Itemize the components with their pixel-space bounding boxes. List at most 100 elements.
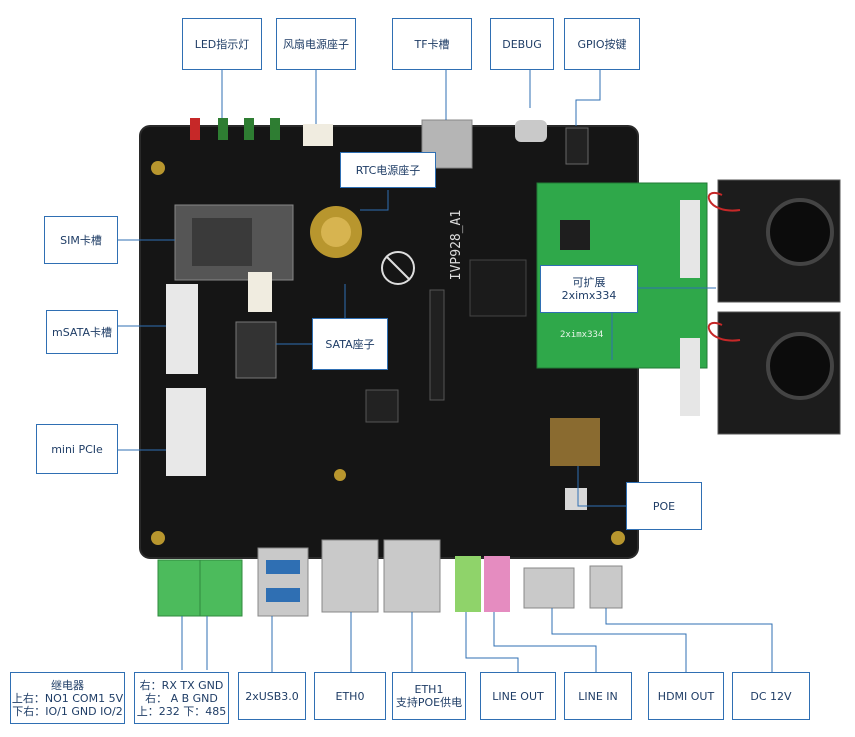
label-sim: SIM卡槽: [44, 216, 118, 264]
line-out-jack: [455, 556, 481, 612]
camera-lens-2: [766, 332, 834, 400]
leader-rtc: [360, 190, 389, 211]
label-poe-text: POE: [652, 499, 676, 513]
label-mini-pcie-text: mini PCIe: [51, 442, 103, 456]
mini-pcie-slot: [166, 388, 206, 476]
label-expand-line1: 可扩展: [572, 276, 606, 289]
label-line-out: LINE OUT: [480, 672, 556, 720]
mount-hole: [151, 161, 165, 175]
camera-connector: [680, 200, 700, 278]
label-hdmi: HDMI OUT: [648, 672, 724, 720]
mount-hole: [334, 469, 346, 481]
label-fan-text: 风扇电源座子: [283, 37, 349, 51]
leader-dc: [605, 608, 773, 672]
expansion-silk: 2ximx334: [560, 330, 604, 340]
label-dc: DC 12V: [732, 672, 810, 720]
rtc-battery-inner: [321, 217, 351, 247]
label-debug-text: DEBUG: [502, 37, 542, 51]
poe-transformer: [565, 488, 587, 510]
sata-power: [248, 272, 272, 312]
board-model-silk: IVP928_A1: [449, 210, 464, 280]
hdmi-connector: [523, 567, 575, 609]
fan-connector: [303, 124, 333, 146]
led-green-2: [244, 118, 254, 140]
label-relay-line1: 继电器: [51, 678, 84, 692]
eth0-connector: [321, 539, 379, 613]
label-led: LED指示灯: [182, 18, 262, 70]
label-dc-text: DC 12V: [750, 689, 792, 703]
label-tf: TF卡槽: [392, 18, 472, 70]
camera-lens-1: [766, 198, 834, 266]
led-green-3: [270, 118, 280, 140]
expansion-chip: [560, 220, 590, 250]
label-hdmi-text: HDMI OUT: [657, 689, 715, 703]
label-usb: 2xUSB3.0: [238, 672, 306, 720]
label-eth1-line2: 支持POE供电: [395, 696, 463, 709]
relay-terminal: [157, 559, 201, 617]
sim-slot-inner: [192, 218, 252, 266]
gpio-button: [565, 127, 589, 165]
label-line-out-text: LINE OUT: [492, 689, 544, 703]
leader-lines: [118, 70, 773, 672]
debug-usb-c: [515, 120, 547, 142]
label-gpio: GPIO按键: [564, 18, 640, 70]
poe-module: [550, 418, 600, 466]
mount-hole: [611, 531, 625, 545]
label-relay-line3: 下右：IO/1 GND IO/2: [12, 704, 123, 718]
chip: [469, 259, 527, 317]
mount-hole: [151, 531, 165, 545]
label-serial-line3: 上：232 下：485: [136, 704, 227, 718]
label-debug: DEBUG: [490, 18, 554, 70]
label-mini-pcie: mini PCIe: [36, 424, 118, 474]
label-led-text: LED指示灯: [194, 37, 250, 51]
label-gpio-text: GPIO按键: [577, 37, 627, 51]
camera-wire-1: [707, 192, 741, 212]
leader-linein: [493, 612, 597, 672]
weee-symbol: [381, 251, 415, 285]
label-rtc-text: RTC电源座子: [355, 163, 421, 177]
label-tf-text: TF卡槽: [414, 37, 450, 51]
leader-lineout: [465, 612, 519, 672]
label-eth0-text: ETH0: [335, 689, 365, 703]
label-msata: mSATA卡槽: [46, 310, 118, 354]
camera-connector: [680, 338, 700, 416]
serial-terminal: [199, 559, 243, 617]
label-msata-text: mSATA卡槽: [52, 325, 112, 339]
label-serial-line2: 右： A B GND: [145, 691, 218, 705]
label-sata: SATA座子: [312, 318, 388, 370]
line-in-jack: [484, 556, 510, 612]
leader-gpio: [575, 70, 601, 126]
label-usb-text: 2xUSB3.0: [245, 689, 299, 703]
label-relay-line2: 上右：NO1 COM1 5V: [11, 691, 124, 705]
weee-strike: [385, 255, 411, 281]
led-red: [190, 118, 200, 140]
label-poe: POE: [626, 482, 702, 530]
usb-connector: [257, 547, 309, 617]
leader-hdmi: [551, 608, 687, 672]
usb-port-top: [266, 560, 300, 574]
msata-slot: [166, 284, 198, 374]
label-expand-line2: 2ximx334: [561, 289, 617, 302]
label-fan: 风扇电源座子: [276, 18, 356, 70]
leader-poe: [577, 466, 626, 507]
usb-port-bottom: [266, 588, 300, 602]
label-line-in-text: LINE IN: [578, 689, 618, 703]
silk-strip: [429, 289, 445, 401]
label-rtc: RTC电源座子: [340, 152, 436, 188]
led-green-1: [218, 118, 228, 140]
dc-jack: [589, 565, 623, 609]
label-line-in: LINE IN: [564, 672, 632, 720]
label-sata-text: SATA座子: [325, 337, 375, 351]
eth1-connector: [383, 539, 441, 613]
camera-wire-2: [707, 322, 741, 342]
label-sim-text: SIM卡槽: [60, 233, 102, 247]
chip: [365, 389, 399, 423]
label-serial-line1: 右：RX TX GND: [139, 678, 224, 692]
sata-connector: [235, 321, 277, 379]
label-eth1-line1: ETH1: [414, 683, 444, 696]
